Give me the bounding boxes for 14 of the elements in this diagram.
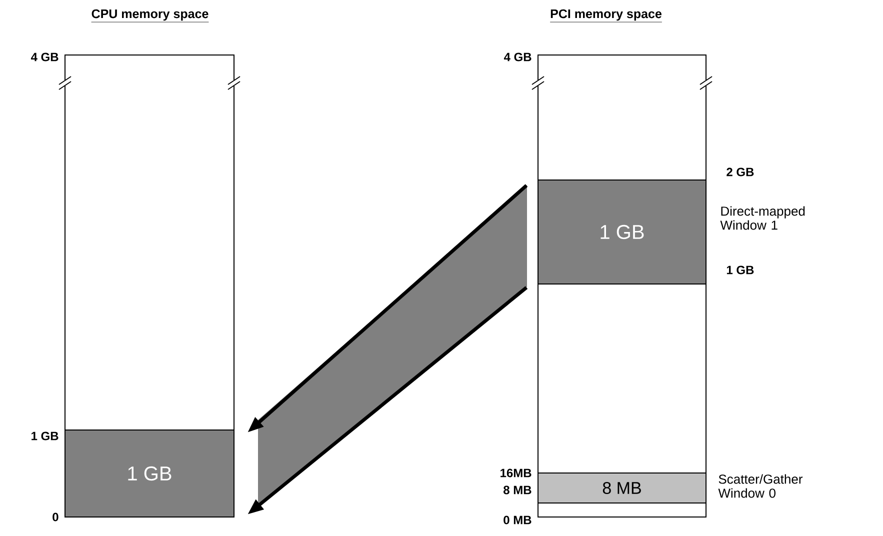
window-label: Direct-mapped Window 1: [720, 206, 805, 230]
memory-block: 1 GB: [64, 430, 234, 518]
node-label: CPU memory space: [92, 9, 208, 21]
address-label: 0 MB: [504, 516, 532, 524]
address-label: 4 GB: [30, 52, 58, 62]
memory-block: 1 GB: [538, 180, 706, 284]
address-label: 4 GB: [504, 52, 532, 62]
window-label: Scatter/Gather Window 0: [718, 474, 803, 498]
node-label: PCI memory space: [550, 9, 662, 21]
address-label: 1 GB: [726, 266, 754, 274]
address-label: 0: [52, 512, 58, 522]
memory-block: 8 MB: [538, 472, 706, 504]
address-label: 2 GB: [726, 168, 754, 176]
address-label: 16MB: [500, 468, 532, 478]
